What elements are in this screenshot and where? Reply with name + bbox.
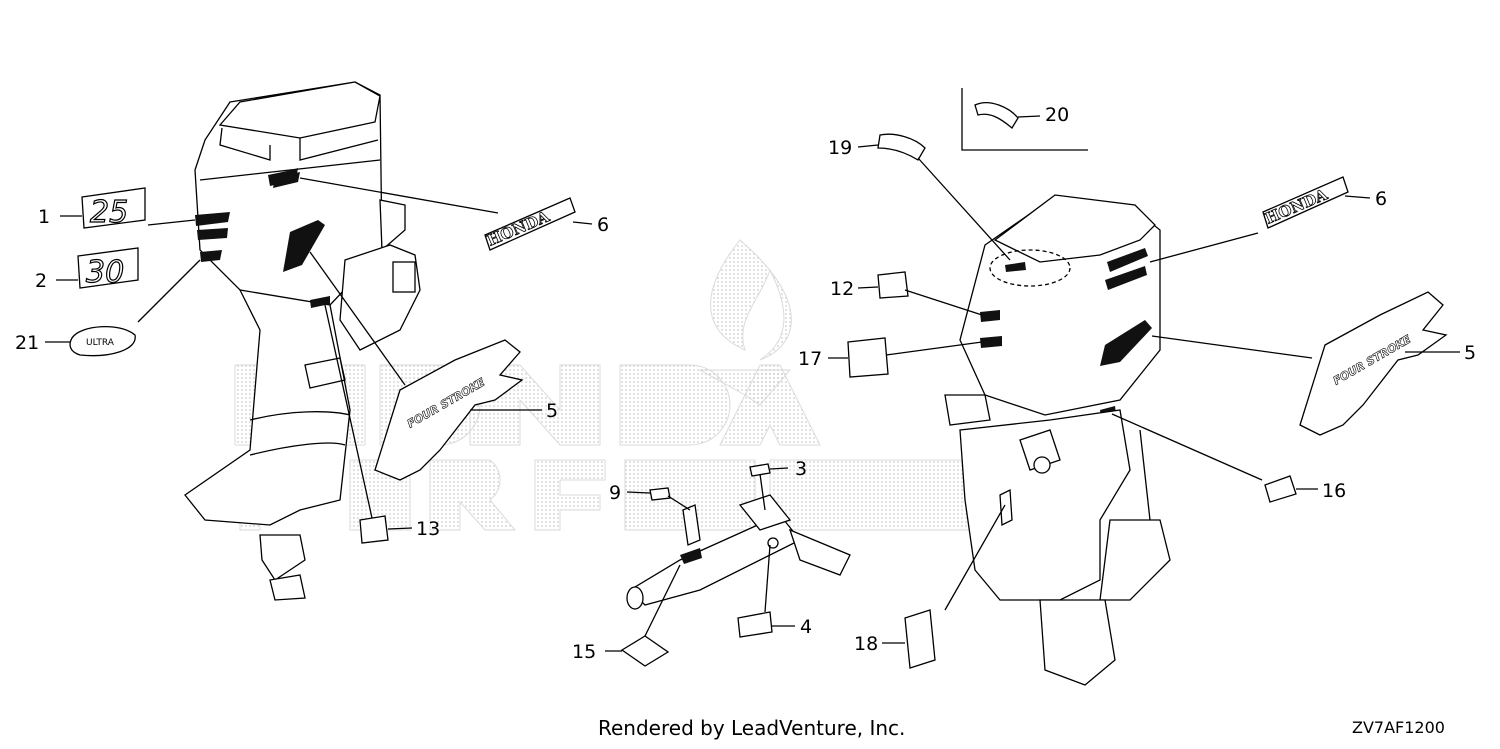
decal-four-stroke-left: FOUR STROKE (374, 339, 524, 481)
callout-20: 20 (1045, 104, 1069, 126)
decal-honda-right-text: HONDA (1263, 185, 1331, 227)
callout-19: 19 (828, 137, 852, 159)
decal-19 (877, 133, 926, 161)
decal-30: 30 (77, 247, 139, 291)
callout-9: 9 (609, 482, 621, 504)
diagram-code: ZV7AF1200 (1352, 718, 1445, 737)
decal-ultra: ULTRA (69, 325, 136, 357)
callout-18: 18 (854, 633, 878, 655)
callout-17: 17 (798, 348, 822, 370)
callout-4: 4 (800, 616, 812, 638)
decal-16 (1264, 475, 1297, 503)
decal-12 (877, 271, 909, 299)
decal-ultra-text: ULTRA (86, 338, 115, 348)
decal-honda-left-text: HONDA (485, 207, 553, 249)
decal-20 (961, 88, 1088, 151)
left-outboard-motor (184, 81, 421, 601)
decal-13 (359, 515, 389, 544)
decal-honda-left: HONDA (484, 197, 576, 251)
leader-lines (45, 115, 1460, 652)
footer-credit: Rendered by LeadVenture, Inc. (598, 716, 906, 740)
callout-2: 2 (35, 270, 47, 292)
callout-labels: 1 2 21 6 5 13 9 3 15 4 19 20 6 12 17 5 1… (15, 104, 1476, 663)
callout-15: 15 (572, 641, 596, 663)
callout-21: 21 (15, 332, 39, 354)
callout-5-right: 5 (1464, 342, 1476, 364)
decal-25-text: 25 (90, 195, 128, 230)
callout-6-right: 6 (1375, 188, 1387, 210)
decal-honda-right: HONDA (1262, 176, 1349, 229)
decal-30-text: 30 (86, 255, 124, 290)
callout-12: 12 (830, 278, 854, 300)
callout-3: 3 (795, 458, 807, 480)
decal-25: 25 (81, 187, 146, 231)
decal-18 (904, 609, 936, 669)
right-outboard-motor (944, 194, 1171, 686)
callout-1: 1 (38, 206, 50, 228)
decal-four-stroke-right: FOUR STROKE (1299, 291, 1448, 436)
callout-13: 13 (416, 518, 440, 540)
callout-5-left: 5 (546, 400, 558, 422)
callout-6-left: 6 (597, 214, 609, 236)
callout-16: 16 (1322, 480, 1346, 502)
tiller-handle (620, 463, 851, 667)
decal-17 (847, 337, 889, 378)
